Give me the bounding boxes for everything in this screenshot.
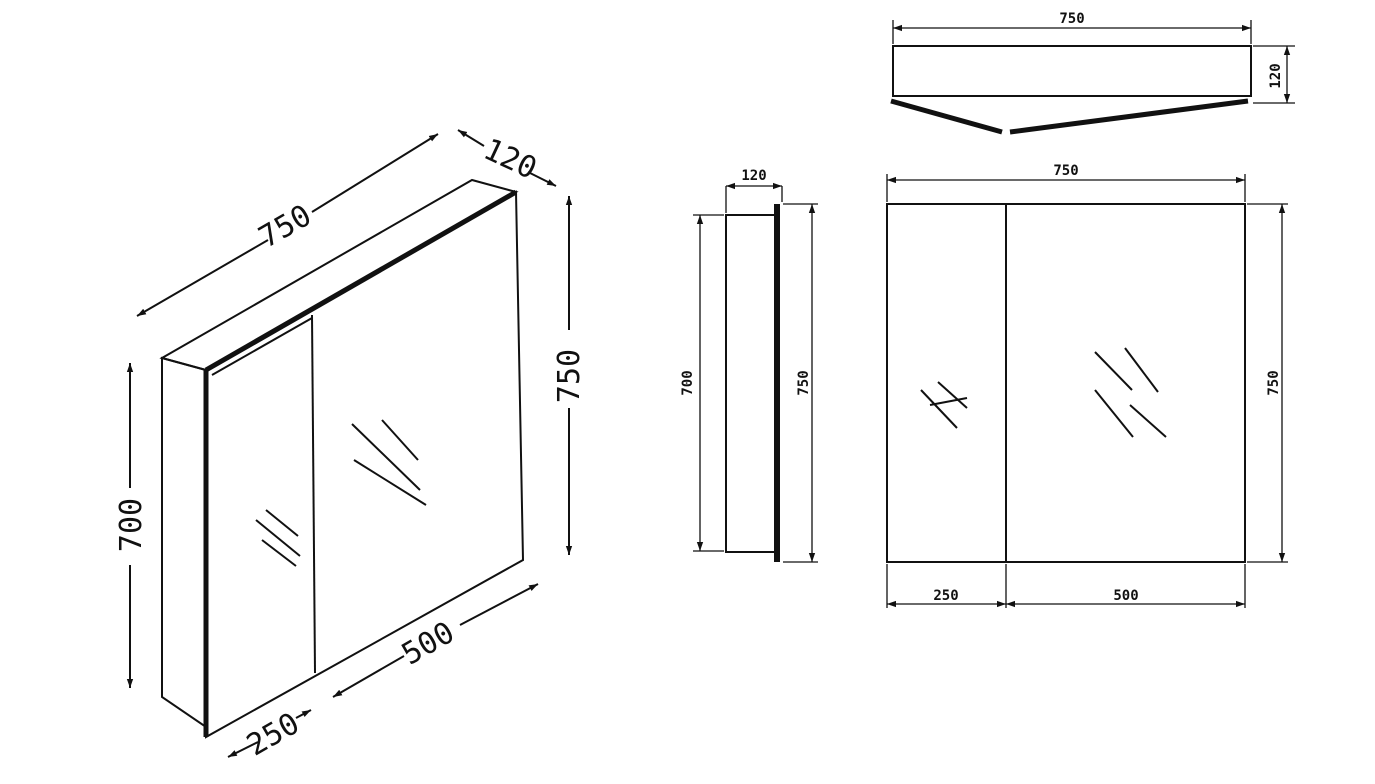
iso-body-height-label: 700 [114, 498, 149, 552]
iso-height-label: 750 [552, 349, 587, 403]
iso-left-door-label: 250 [241, 706, 305, 763]
iso-dim-right-door: 500 [332, 583, 539, 698]
side-height-label: 750 [796, 370, 812, 395]
iso-body-side [161, 356, 207, 729]
side-body-height-label: 700 [680, 370, 696, 395]
side-view-door [774, 204, 780, 562]
top-dim-depth: 120 [1253, 45, 1295, 104]
top-view-door-right [1009, 98, 1249, 135]
iso-dim-left-door: 250 [227, 706, 312, 763]
front-dim-doors: 250 500 [886, 564, 1246, 608]
side-view-body [725, 214, 776, 553]
iso-front-panel [205, 190, 525, 739]
front-dim-height: 750 [1247, 203, 1288, 563]
front-mirror-glint-right [1094, 347, 1167, 438]
top-dim-width: 750 [892, 11, 1252, 44]
side-dim-body-height: 700 [680, 214, 724, 552]
iso-depth-label: 120 [478, 132, 542, 187]
iso-dim-depth: 120 [457, 129, 557, 187]
iso-mirror-glint-right [351, 419, 427, 506]
iso-door-split [311, 314, 316, 674]
iso-mirror-glint-left [255, 509, 301, 567]
front-view-panel [886, 203, 1246, 563]
front-right-door-label: 500 [1113, 588, 1138, 604]
front-dim-width: 750 [886, 163, 1246, 202]
front-width-label: 750 [1053, 163, 1078, 179]
isometric-view: 750 120 750 700 250 500 [114, 129, 587, 763]
iso-dim-height: 750 [552, 196, 587, 555]
side-dim-height: 750 [783, 203, 818, 563]
iso-top-edge [204, 189, 518, 373]
top-view-door-left [890, 98, 1003, 135]
front-left-door-label: 250 [933, 588, 958, 604]
iso-dim-body-height: 700 [114, 363, 149, 688]
side-depth-label: 120 [741, 168, 766, 184]
iso-width-label: 750 [253, 198, 317, 255]
iso-door-top-left [211, 317, 313, 376]
front-mirror-glint-left [920, 381, 968, 429]
top-width-label: 750 [1059, 11, 1084, 27]
front-height-label: 750 [1266, 370, 1282, 395]
top-depth-label: 120 [1268, 63, 1284, 88]
top-view-body [892, 45, 1252, 97]
iso-right-door-label: 500 [396, 615, 460, 672]
side-dim-depth: 120 [725, 168, 783, 213]
front-view: 750 750 250 500 [886, 163, 1288, 608]
top-view: 750 120 [890, 11, 1295, 135]
side-view: 120 700 750 [680, 168, 818, 563]
iso-body-top [159, 178, 519, 372]
